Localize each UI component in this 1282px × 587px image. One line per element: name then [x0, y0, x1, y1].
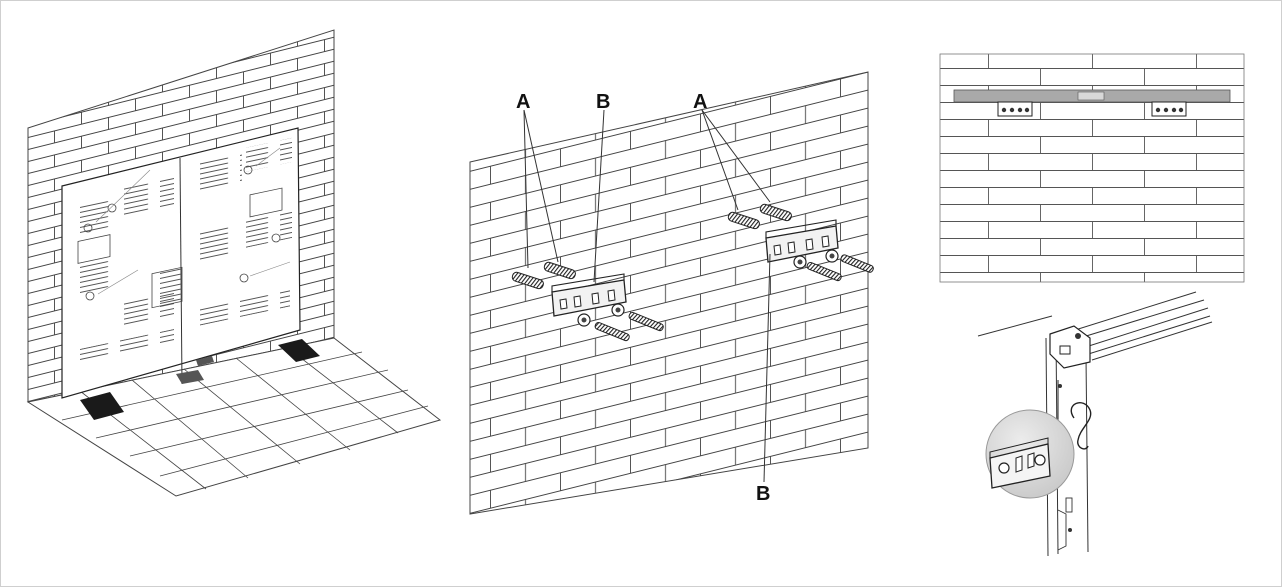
step2-bracket-fixing: A B A B	[469, 71, 874, 515]
callout-a-left: A	[516, 91, 530, 113]
callout-b-left: B	[596, 91, 610, 113]
bracket-fixed-left	[997, 101, 1033, 117]
step4-magnified-bracket	[989, 437, 1051, 489]
step2-right-assembly	[727, 203, 874, 282]
step4-corner-bracket	[1049, 325, 1091, 420]
step4-hook-clip	[1070, 401, 1092, 450]
step1-black-foot-pad-left	[80, 392, 124, 420]
step1-template-text	[70, 137, 292, 365]
screw-right-2	[840, 254, 874, 273]
step2-left-assembly	[511, 261, 664, 342]
screw-right-1	[806, 261, 842, 282]
step1-template-on-wall	[26, 29, 442, 497]
magnified-screw-head-1	[998, 462, 1010, 474]
screw-left-2	[628, 311, 664, 332]
step2-leader-lines	[523, 109, 771, 483]
step4-hanging-detail	[977, 291, 1213, 557]
step3-brick-wall	[940, 54, 1244, 282]
screw-left-1	[594, 321, 630, 342]
step4-side-panel-holes	[1057, 497, 1073, 551]
wall-plug-a3	[727, 211, 760, 230]
step2-brick-wall	[469, 71, 869, 515]
step3-levelled-brackets	[939, 53, 1245, 283]
callout-b-right: B	[756, 483, 770, 505]
magnified-screw-head-2	[1034, 454, 1046, 466]
wall-plug-a2	[543, 261, 576, 280]
bracket-b-left	[551, 279, 627, 317]
bracket-fixed-right	[1151, 101, 1187, 117]
wall-plug-a1	[511, 271, 544, 290]
bracket-b-right	[765, 225, 839, 263]
callout-a-right: A	[693, 91, 707, 113]
step1-tiled-floor	[26, 337, 442, 497]
wall-plug-a4	[759, 203, 792, 222]
step1-black-foot-pad-right	[278, 339, 320, 362]
